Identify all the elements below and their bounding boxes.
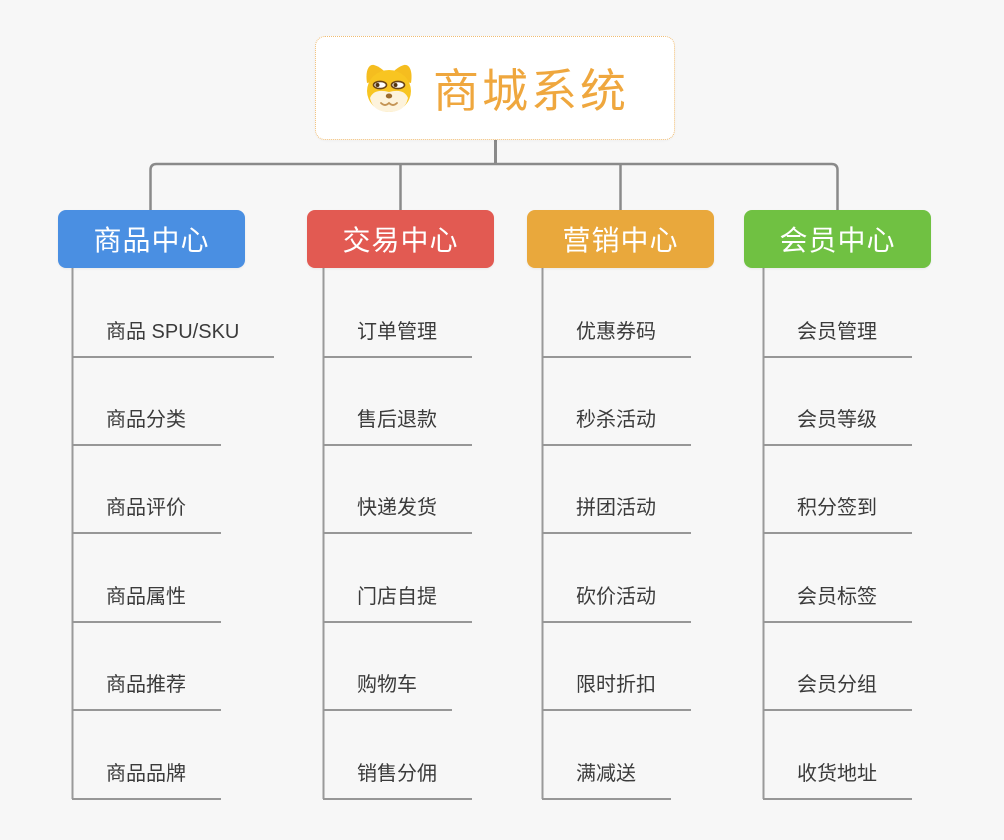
branch-node-product-center[interactable]: 商品中心 <box>58 210 245 268</box>
leaf-node[interactable]: 限时折扣 <box>542 671 691 711</box>
branch-node-marketing-center[interactable]: 营销中心 <box>527 210 714 268</box>
leaf-node[interactable]: 优惠券码 <box>542 318 691 358</box>
root-node[interactable]: 商城系统 <box>315 36 675 140</box>
leaf-node[interactable]: 砍价活动 <box>542 583 691 623</box>
leaf-node[interactable]: 商品属性 <box>72 583 221 623</box>
leaf-node[interactable]: 快递发货 <box>323 494 472 534</box>
leaf-node[interactable]: 售后退款 <box>323 406 472 446</box>
root-title: 商城系统 <box>433 65 629 117</box>
leaf-node[interactable]: 商品评价 <box>72 494 221 534</box>
leaf-node[interactable]: 收货地址 <box>763 760 912 800</box>
leaf-node[interactable]: 订单管理 <box>323 318 472 358</box>
leaf-node[interactable]: 拼团活动 <box>542 494 691 534</box>
branch-node-member-center[interactable]: 会员中心 <box>744 210 931 268</box>
leaf-node[interactable]: 会员等级 <box>763 406 912 446</box>
leaf-node[interactable]: 会员管理 <box>763 318 912 358</box>
leaf-node[interactable]: 满减送 <box>542 760 671 800</box>
leaf-node[interactable]: 积分签到 <box>763 494 912 534</box>
leaf-node[interactable]: 秒杀活动 <box>542 406 691 446</box>
leaf-node[interactable]: 门店自提 <box>323 583 472 623</box>
leaf-node[interactable]: 购物车 <box>323 671 452 711</box>
branch-node-trade-center[interactable]: 交易中心 <box>307 210 494 268</box>
leaf-node[interactable]: 销售分佣 <box>323 760 472 800</box>
leaf-node[interactable]: 商品品牌 <box>72 760 221 800</box>
leaf-node[interactable]: 会员标签 <box>763 583 912 623</box>
leaf-node[interactable]: 商品推荐 <box>72 671 221 711</box>
leaf-node[interactable]: 商品分类 <box>72 406 221 446</box>
leaf-node[interactable]: 会员分组 <box>763 671 912 711</box>
leaf-node[interactable]: 商品 SPU/SKU <box>72 318 275 358</box>
dog-face-icon <box>366 64 412 112</box>
